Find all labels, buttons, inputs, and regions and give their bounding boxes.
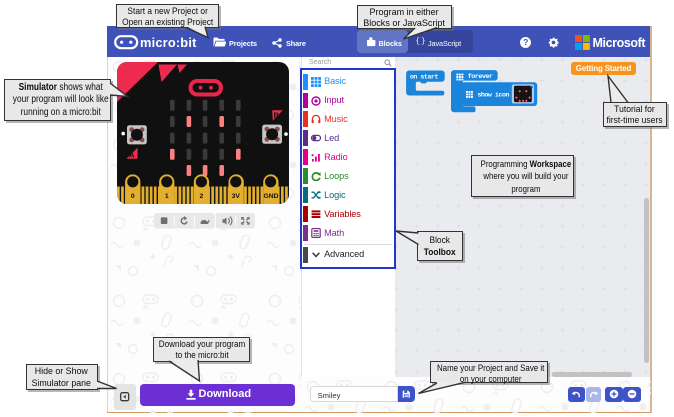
svg-text:2: 2 bbox=[200, 193, 204, 200]
svg-text:on start: on start bbox=[410, 73, 439, 80]
svg-text:0: 0 bbox=[131, 193, 135, 200]
svg-text:3V: 3V bbox=[232, 193, 241, 200]
svg-text:GND: GND bbox=[263, 193, 278, 200]
svg-text:show icon: show icon bbox=[477, 92, 509, 99]
svg-text:1: 1 bbox=[165, 193, 169, 200]
svg-text:A: A bbox=[129, 151, 135, 160]
svg-text:B: B bbox=[274, 110, 280, 119]
svg-text:forever: forever bbox=[468, 73, 493, 80]
